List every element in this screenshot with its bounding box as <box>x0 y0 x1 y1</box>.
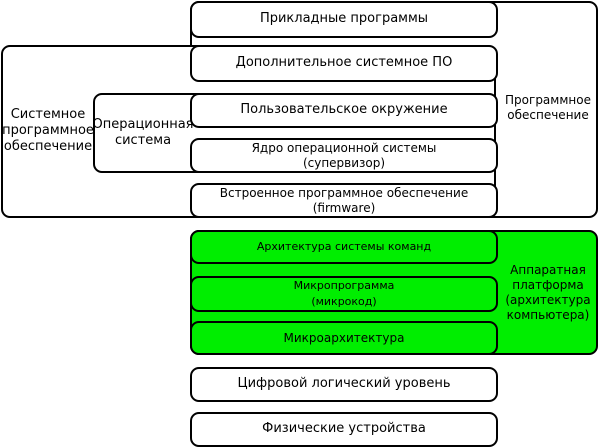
system-software-label: Системное программное обеспечение <box>2 106 94 155</box>
layer-user-environment-label: Пользовательское окружение <box>240 102 448 118</box>
layer-microarchitecture: Микроархитектура <box>190 321 498 355</box>
layer-additional-system-software: Дополнительное системное ПО <box>190 45 498 82</box>
layer-applications: Прикладные программы <box>190 1 498 38</box>
layer-applications-label: Прикладные программы <box>259 11 429 27</box>
layer-additional-system-software-label: Дополнительное системное ПО <box>235 55 453 71</box>
layer-os-kernel: Ядро операционной системы (супервизор) <box>190 138 498 173</box>
layer-microprogram-label: Микропрограмма (микрокод) <box>293 279 395 308</box>
software-group-label: Программное обеспечение <box>505 92 591 122</box>
os-label: Операционная система <box>92 116 194 148</box>
layer-isa-label: Архитектура системы команд <box>256 240 432 254</box>
layer-firmware: Встроенное программное обеспечение (firm… <box>190 183 498 218</box>
layer-microprogram: Микропрограмма (микрокод) <box>190 276 498 312</box>
layer-microarchitecture-label: Микроархитектура <box>283 330 405 345</box>
layer-physical-devices-label: Физические устройства <box>262 421 426 437</box>
layer-isa: Архитектура системы команд <box>190 230 498 264</box>
layer-firmware-label: Встроенное программное обеспечение (firm… <box>219 186 469 215</box>
hardware-group-label: Аппаратная платформа (архитектура компью… <box>505 263 591 322</box>
layer-os-kernel-label: Ядро операционной системы (супервизор) <box>251 141 437 170</box>
layer-user-environment: Пользовательское окружение <box>190 93 498 128</box>
layer-digital-logic: Цифровой логический уровень <box>190 367 498 402</box>
layer-digital-logic-label: Цифровой логический уровень <box>237 376 451 392</box>
layer-physical-devices: Физические устройства <box>190 412 498 447</box>
